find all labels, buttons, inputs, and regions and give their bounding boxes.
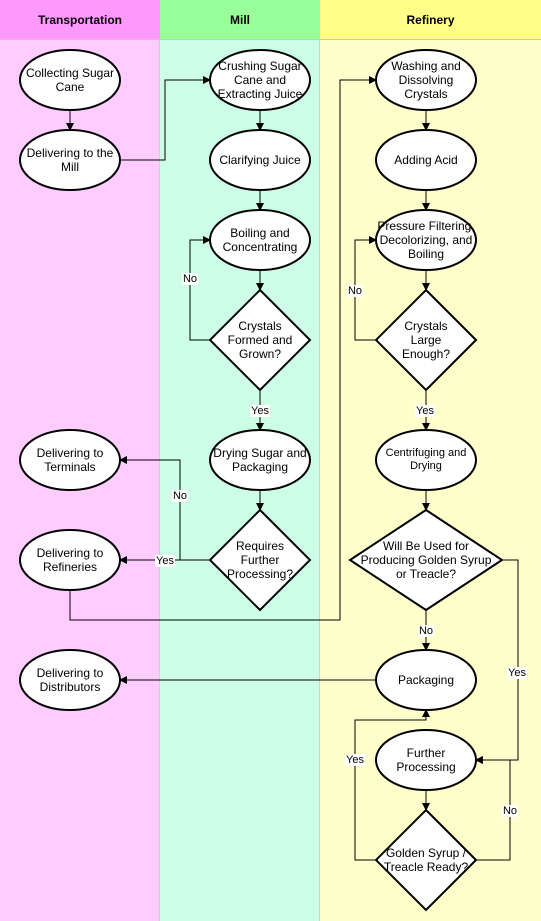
node-pressure: Pressure Filtering, Decolorizing, and Bo… bbox=[377, 219, 475, 261]
node-boiling: Boiling and Concentrating bbox=[222, 226, 298, 254]
edge-crystals-formed-no bbox=[189, 236, 211, 341]
node-crystals-large: Crystals Large Enough? bbox=[401, 319, 451, 361]
edge-deliver-mill-to-crushing bbox=[120, 76, 211, 161]
node-packaging: Packaging bbox=[397, 673, 455, 687]
lane-header-transportation: Transportation bbox=[0, 0, 160, 40]
node-deliver-mill: Delivering to the Mill bbox=[26, 146, 114, 174]
edge-golden-q-yes bbox=[475, 559, 519, 764]
node-crushing: Crushing Sugar Cane and Extracting Juice bbox=[217, 59, 303, 101]
node-golden-syrup-q: Will Be Used for Producing Golden Syrup … bbox=[360, 539, 492, 581]
edge-label-yes: Yes bbox=[155, 555, 175, 567]
node-crystals-formed: Crystals Formed and Grown? bbox=[227, 319, 293, 361]
node-further-processing: Further Processing bbox=[396, 746, 456, 774]
edge-label-yes: Yes bbox=[345, 754, 365, 766]
node-requires-further: Requires Further Processing? bbox=[226, 539, 294, 581]
edge-requires-no bbox=[119, 456, 210, 561]
edge-label-no: No bbox=[181, 273, 199, 285]
edge-refineries-to-washing bbox=[69, 76, 377, 621]
edge-label-yes: Yes bbox=[415, 405, 435, 417]
edge-label-no: No bbox=[417, 625, 435, 637]
edge-label-yes: Yes bbox=[507, 667, 527, 679]
node-drying-pack: Drying Sugar and Packaging bbox=[213, 446, 307, 474]
node-collecting: Collecting Sugar Cane bbox=[25, 66, 115, 94]
node-clarifying: Clarifying Juice bbox=[219, 153, 301, 167]
node-golden-ready: Golden Syrup / Treacle Ready? bbox=[383, 846, 469, 874]
node-adding-acid: Adding Acid bbox=[394, 153, 458, 167]
node-golden-ready-shape bbox=[374, 808, 478, 912]
node-requires-further-shape bbox=[208, 508, 312, 612]
node-centrifuging: Centrifuging and Drying bbox=[385, 447, 467, 472]
node-deliver-terminals: Delivering to Terminals bbox=[36, 446, 104, 474]
edge-label-yes: Yes bbox=[250, 405, 270, 417]
edge-label-no: No bbox=[501, 805, 519, 817]
lane-header-mill: Mill bbox=[160, 0, 320, 40]
edge-label-no: No bbox=[171, 490, 189, 502]
edge-label-no: No bbox=[346, 285, 364, 297]
node-deliver-refineries: Delivering to Refineries bbox=[36, 546, 104, 574]
lane-header-refinery: Refinery bbox=[320, 0, 541, 40]
edge-golden-ready-yes bbox=[354, 709, 430, 861]
node-deliver-distributors: Delivering to Distributors bbox=[36, 666, 104, 694]
node-washing: Washing and Dissolving Crystals bbox=[391, 59, 461, 101]
